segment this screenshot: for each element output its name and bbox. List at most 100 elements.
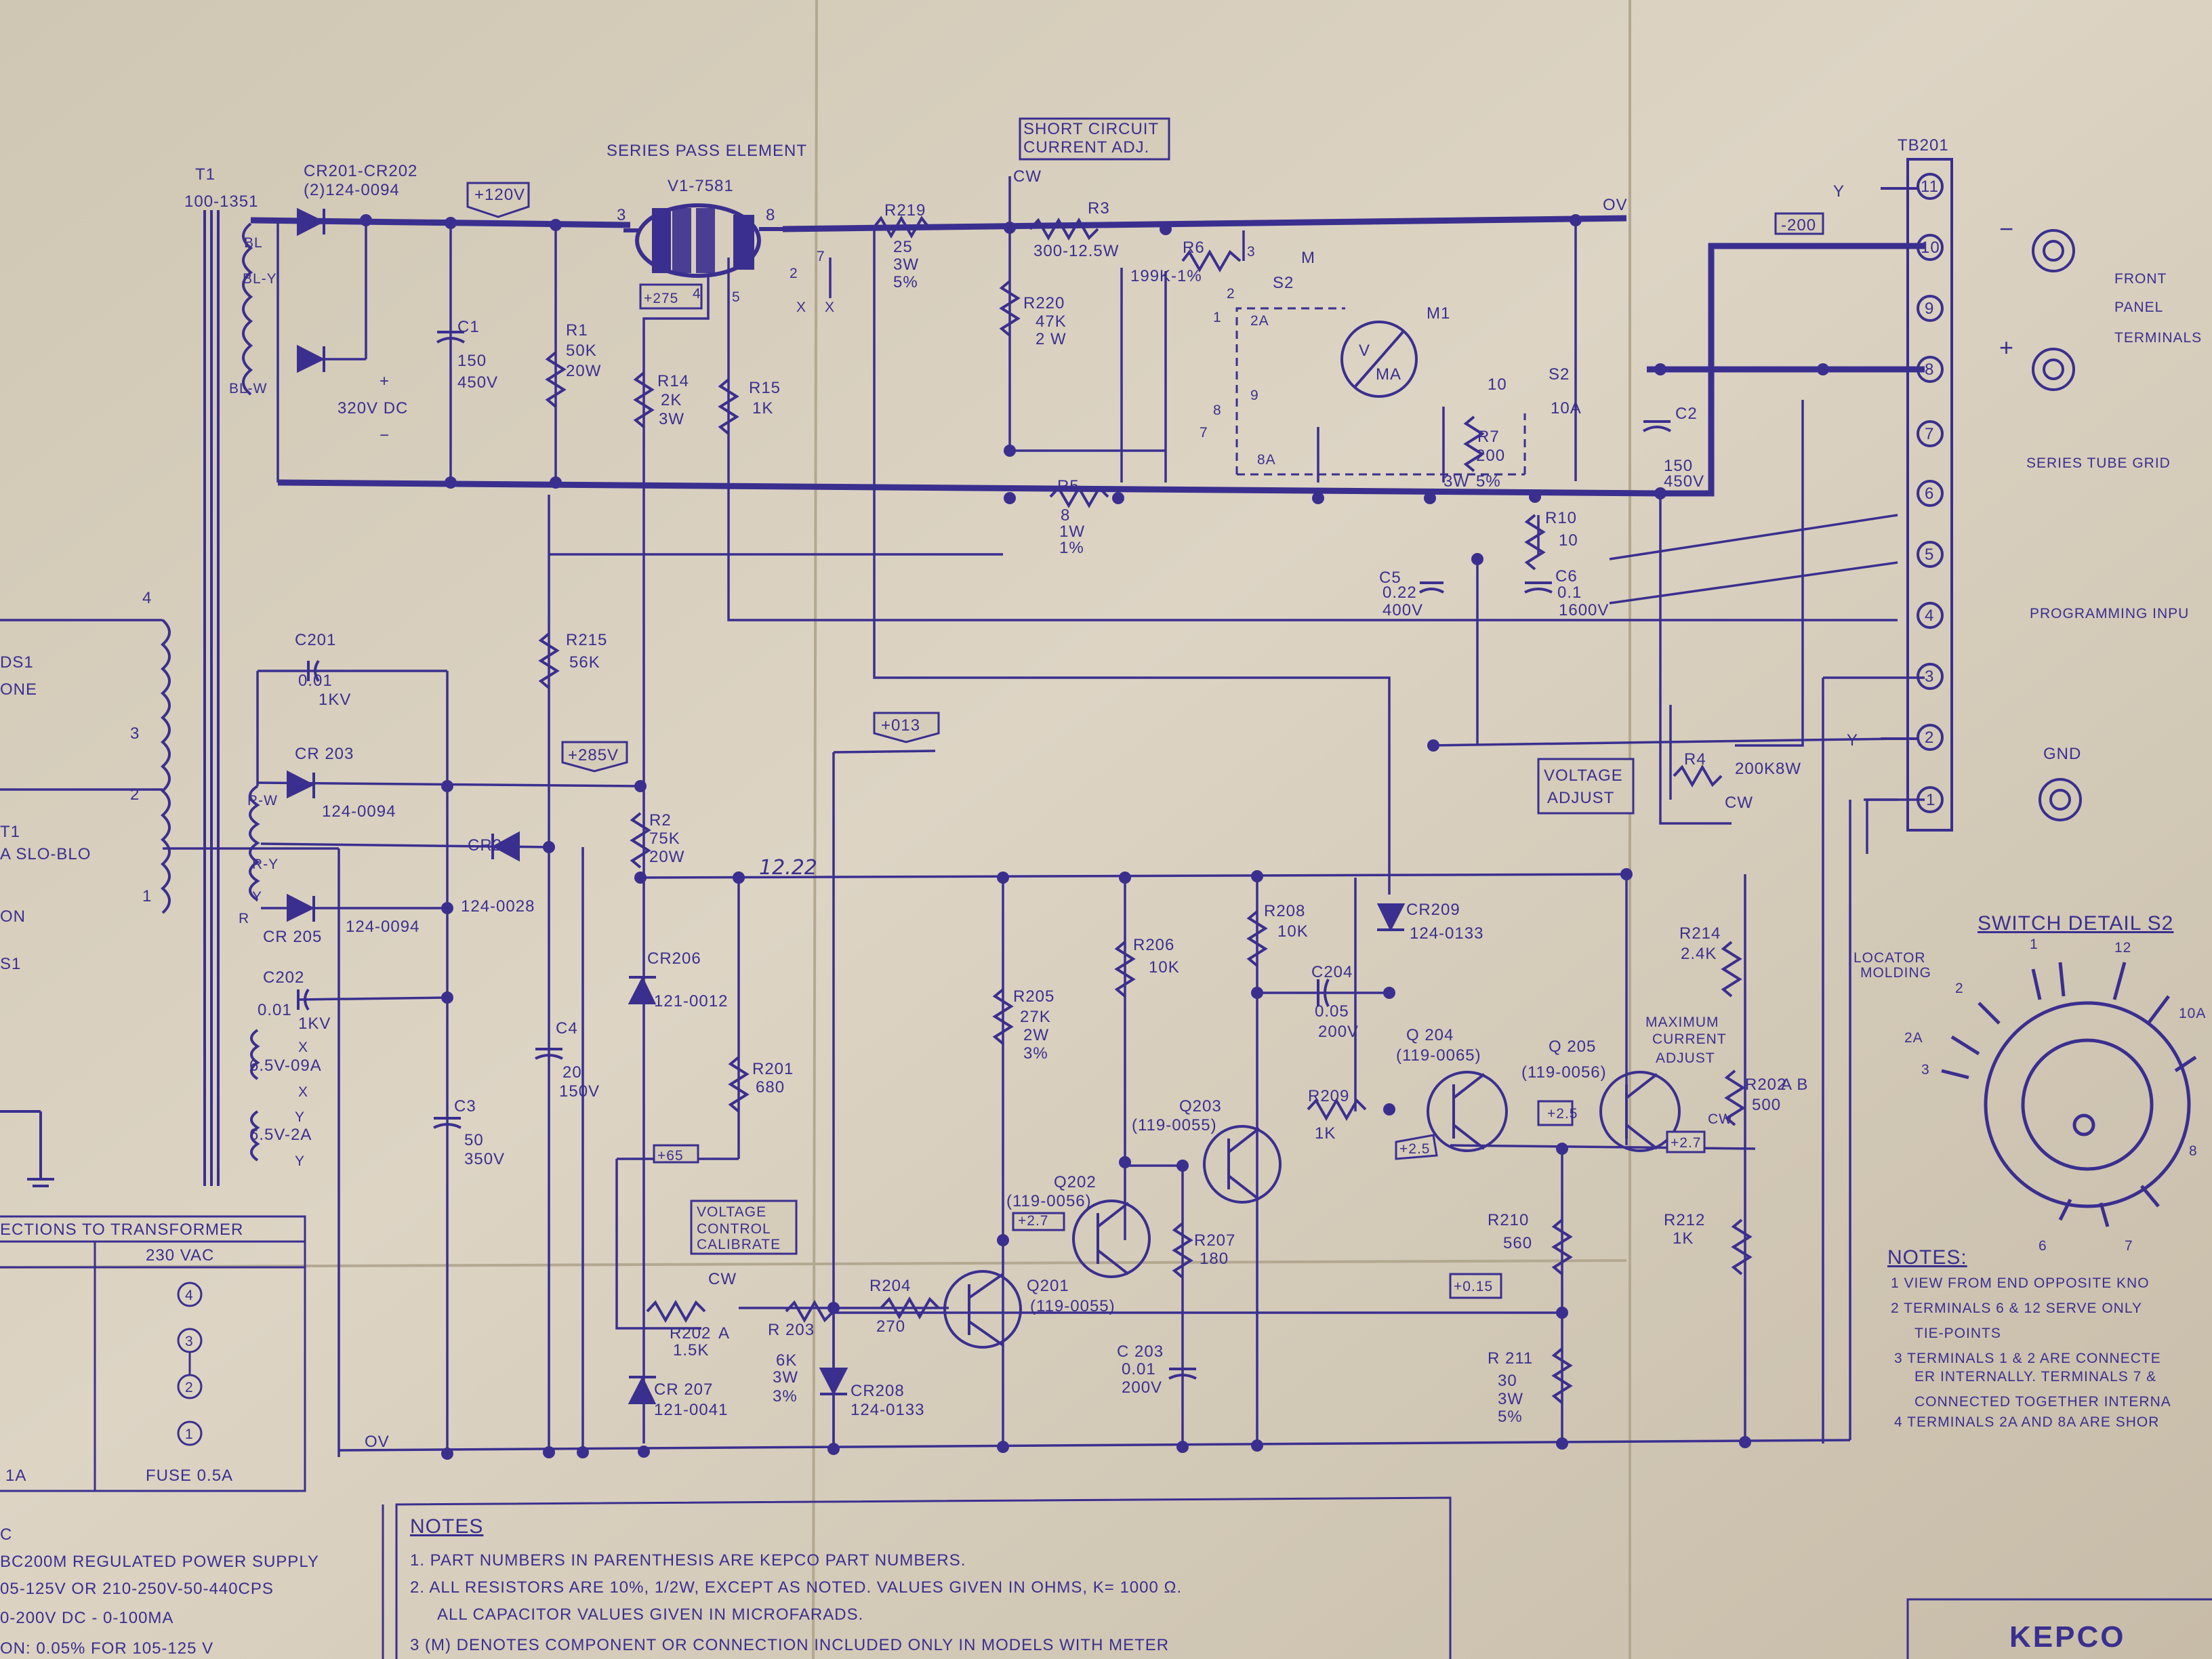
notes-boxes [382, 1496, 2212, 1659]
r14-v2: 3W [659, 410, 684, 428]
notes-bottom-1: 2. ALL RESISTORS ARE 10%, 1/2W, EXCEPT A… [410, 1578, 1182, 1597]
r209-label: R209 [1308, 1087, 1349, 1105]
r1-v1: 50K [566, 342, 597, 360]
r211-label: R 211 [1488, 1349, 1533, 1368]
ov-bottom: OV [365, 1433, 390, 1451]
series-grid-label: SERIES TUBE GRID [2026, 455, 2171, 471]
c1-v2: 450V [457, 373, 498, 392]
sw-d7: 7 [2125, 1238, 2133, 1254]
y-mid: Y [1847, 731, 1858, 750]
tb-1: 1 [1926, 791, 1936, 809]
c4-v1: 20 [562, 1063, 582, 1082]
r7-v2: 3W [1443, 472, 1469, 491]
q204-label: Q 204 [1406, 1026, 1454, 1044]
v27b: +2.7 [1671, 1135, 1701, 1151]
q201-part: (119-0055) [1030, 1297, 1115, 1315]
tb-9: 9 [1925, 300, 1934, 318]
notes-right-3: 3 TERMINALS 1 & 2 ARE CONNECTE [1894, 1351, 2161, 1366]
sw-n3: 3 [1247, 244, 1256, 260]
s1-label: S1 [0, 955, 21, 973]
r211-v1: 30 [1498, 1372, 1517, 1390]
r203-v1: 6K [776, 1351, 797, 1370]
r2025-label: R202 [670, 1324, 711, 1343]
front-3: TERMINALS [2114, 330, 2202, 346]
c4-v2: 150V [559, 1082, 600, 1101]
r205-label: R205 [1013, 987, 1054, 1006]
r207-label: R207 [1194, 1231, 1235, 1250]
c5-label: C5 [1379, 569, 1401, 587]
c204-label: C204 [1311, 963, 1353, 981]
r3-value: 300-12.5W [1033, 242, 1119, 260]
y1-label: Y [295, 1109, 305, 1125]
v015-label: +0.15 [1454, 1279, 1493, 1294]
pin4: 4 [693, 286, 701, 302]
r209-value: 1K [1315, 1124, 1336, 1143]
r2-label: R2 [649, 811, 672, 830]
r203-v3: 3% [773, 1387, 798, 1406]
c6-v1: 0.1 [1557, 583, 1582, 602]
sw-n8: 8 [1213, 403, 1222, 418]
v230-label: 230 VAC [146, 1246, 214, 1265]
r208-label: R208 [1264, 902, 1305, 920]
connection-table [0, 1215, 306, 1492]
gnd-label: GND [2043, 745, 2081, 763]
pin2: 2 [790, 266, 798, 281]
fuse-text: A SLO-BLO [0, 845, 91, 863]
r205-v2: 2W [1023, 1026, 1049, 1044]
junction-dots [360, 214, 1829, 1460]
notes-left-3: 0-200V DC - 0-100MA [0, 1609, 173, 1627]
cr203-part: 124-0094 [322, 802, 396, 821]
r14-v1: 2K [661, 391, 682, 409]
switch-s2-dashed [1235, 307, 1526, 476]
y-top: Y [1833, 182, 1845, 201]
vadj-1: VOLTAGE [1544, 766, 1623, 785]
r201-label: R201 [752, 1060, 794, 1078]
notes-left-4: ON: 0.05% FOR 105-125 V [0, 1639, 213, 1658]
r220-label: R220 [1023, 294, 1065, 312]
r211-v3: 5% [1498, 1408, 1523, 1426]
sc-adj-2: CURRENT ADJ. [1023, 138, 1149, 157]
r5-v3: 1% [1059, 539, 1084, 557]
t1-bly: BL-Y [243, 271, 277, 287]
r212-label: R212 [1664, 1211, 1705, 1229]
x-b: X [825, 300, 835, 315]
q205-label: Q 205 [1549, 1038, 1596, 1056]
r203-v2: 3W [773, 1368, 798, 1387]
r210-value: 560 [1503, 1234, 1532, 1252]
c2-v2: 450V [1664, 472, 1704, 491]
c2-v1: 150 [1664, 457, 1693, 475]
v65b-label: 6.5V-2A [249, 1126, 312, 1144]
r2025-value: 1.5K [673, 1341, 709, 1359]
r202-value: 500 [1752, 1096, 1781, 1114]
fuse-05a: FUSE 0.5A [146, 1467, 233, 1485]
sw-d10a: 10A [2179, 1006, 2206, 1021]
maxcur-1: MAXIMUM [1645, 1015, 1719, 1030]
sw-d6: 6 [2039, 1238, 2047, 1254]
r202-label: R202 [1745, 1076, 1786, 1094]
r202-note: A B [1781, 1076, 1808, 1094]
sw-d8: 8 [2189, 1143, 2198, 1159]
conn-1: 1 [185, 1427, 194, 1442]
v25a: +2.5 [1399, 1141, 1430, 1157]
r206-value: 10K [1149, 958, 1180, 977]
r214-label: R214 [1679, 924, 1721, 943]
v65a-label: 6.5V-09A [249, 1057, 322, 1075]
capacitor-symbols [297, 331, 1672, 1380]
ov-label: OV [1603, 196, 1628, 214]
vma-ma: MA [1376, 365, 1401, 384]
c203-v2: 200V [1122, 1378, 1162, 1397]
sw-d3: 3 [1921, 1062, 1930, 1078]
sw-n9: 9 [1250, 388, 1259, 403]
tube-label: V1-7581 [668, 177, 734, 195]
r220-v2: 2 W [1036, 330, 1067, 348]
cr208-part: 124-0133 [851, 1401, 924, 1419]
on-label: ON [0, 907, 26, 926]
tr4: 4 [142, 589, 152, 607]
cr208-label: CR208 [851, 1382, 905, 1400]
diode-symbols [287, 207, 1406, 1404]
r214-value: 2.4K [1681, 945, 1717, 963]
cr206-part: 121-0012 [654, 992, 728, 1010]
c5-v2: 400V [1382, 601, 1423, 619]
s2-label: S2 [1273, 274, 1294, 292]
